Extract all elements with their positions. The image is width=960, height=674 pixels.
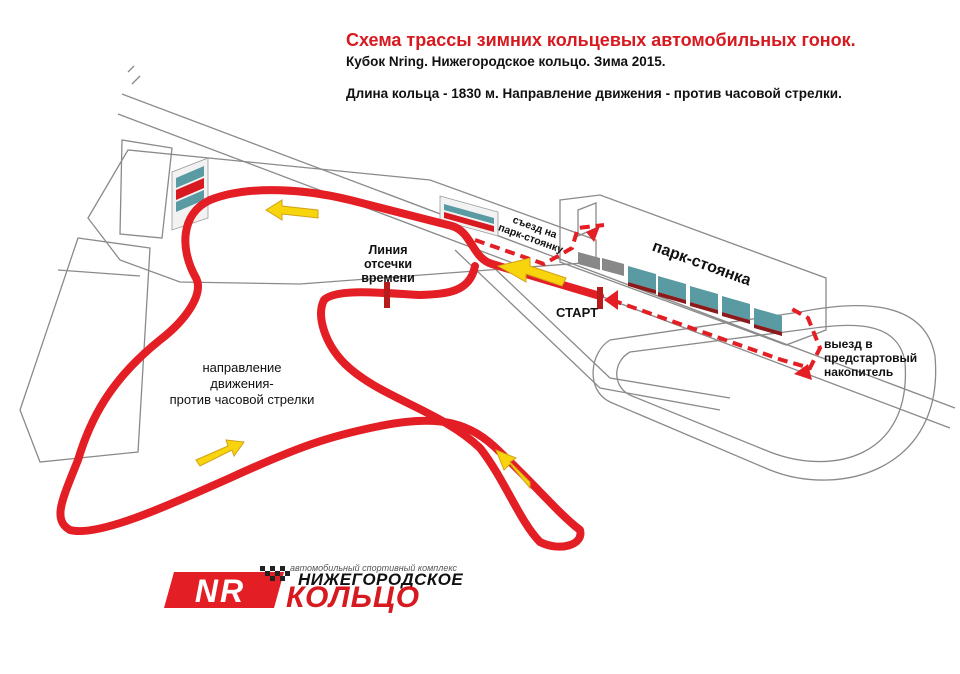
grandstand-center <box>439 195 499 237</box>
race-track <box>56 186 604 551</box>
timing-label-line2: отсечки <box>364 257 412 271</box>
staging-label-line2: предстартовый <box>824 351 917 365</box>
staging-label-line3: накопитель <box>824 365 893 379</box>
logo-name-line2: КОЛЬЦО <box>286 581 421 614</box>
logo-name-line1: НИЖЕГОРОДСКОЕ <box>298 570 464 589</box>
start-label: СТАРТ <box>556 305 598 320</box>
label-timing-line: Линия отсечки времени <box>361 243 415 285</box>
label-staging-exit: выезд в предстартовый накопитель <box>824 337 917 379</box>
timing-label-line1: Линия <box>369 243 408 257</box>
direction-label-line2: движения- <box>210 376 274 391</box>
grandstand-left <box>171 157 209 231</box>
paddock-stalls <box>578 252 782 336</box>
page-subtitle: Кубок Nring. Нижегородское кольцо. Зима … <box>346 54 666 69</box>
timing-line-marker <box>384 282 390 308</box>
exit-route-dashed <box>474 223 823 371</box>
direction-arrows <box>195 199 567 490</box>
start-line-marker <box>597 287 603 309</box>
checkered-flag <box>260 566 290 581</box>
label-direction: направление движения- против часовой стр… <box>170 360 315 407</box>
direction-label-line3: против часовой стрелки <box>170 392 315 407</box>
background-roads <box>19 65 956 481</box>
page-title: Схема трассы зимних кольцевых автомобиль… <box>346 30 856 50</box>
logo-mark: NR <box>164 566 290 609</box>
logo-mark-text: NR <box>195 573 245 609</box>
track-info: Длина кольца - 1830 м. Направление движе… <box>346 86 842 101</box>
timing-label-line3: времени <box>361 271 415 285</box>
exit-route-arrowheads <box>586 226 812 380</box>
logo-tagline: автомобильный спортивный комплекс <box>290 563 457 573</box>
direction-label-line1: направление <box>202 360 281 375</box>
staging-label-line1: выезд в <box>824 337 873 351</box>
